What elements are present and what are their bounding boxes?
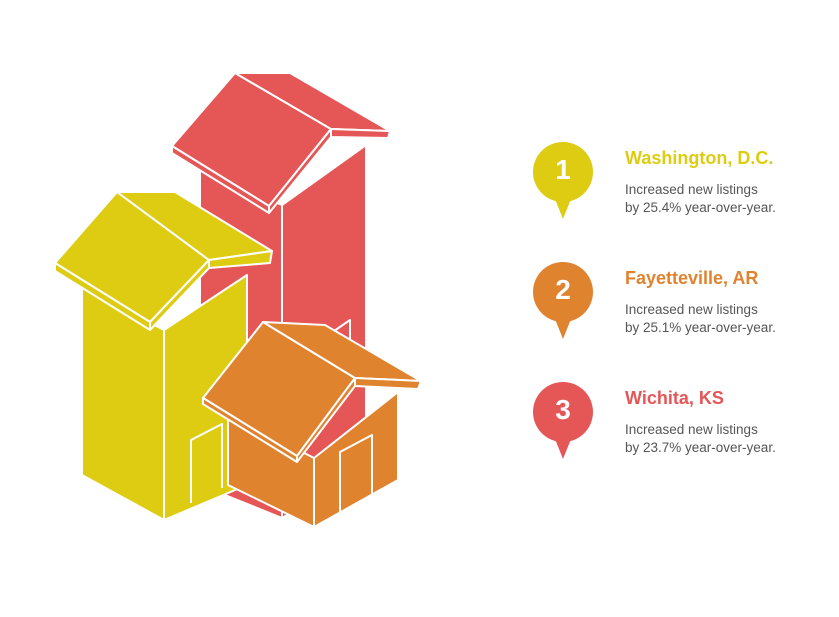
description-line-1: Increased new listings — [625, 302, 758, 317]
description-line-2: by 25.4% year-over-year. — [625, 200, 776, 215]
description-line-2: by 25.1% year-over-year. — [625, 320, 776, 335]
rank-number: 1 — [555, 154, 571, 185]
rank-item-2: 2 Fayetteville, AR Increased new listing… — [520, 259, 830, 349]
description: Increased new listings by 25.1% year-ove… — [625, 301, 825, 337]
map-pin-icon: 3 — [527, 379, 599, 463]
rank-item-1: 1 Washington, D.C. Increased new listing… — [520, 139, 830, 229]
orange-house — [202, 321, 422, 528]
city-name: Wichita, KS — [625, 388, 724, 408]
description: Increased new listings by 23.7% year-ove… — [625, 421, 825, 457]
map-pin-icon: 2 — [527, 259, 599, 343]
ranking-list: 1 Washington, D.C. Increased new listing… — [520, 0, 839, 612]
rank-number: 3 — [555, 394, 571, 425]
rank-number: 2 — [555, 274, 571, 305]
description-line-2: by 23.7% year-over-year. — [625, 440, 776, 455]
rank-item-3: 3 Wichita, KS Increased new listings by … — [520, 379, 830, 469]
city-name: Fayetteville, AR — [625, 268, 759, 288]
description: Increased new listings by 25.4% year-ove… — [625, 181, 825, 217]
map-pin-icon: 1 — [527, 139, 599, 223]
city-name: Washington, D.C. — [625, 148, 774, 168]
description-line-1: Increased new listings — [625, 182, 758, 197]
description-line-1: Increased new listings — [625, 422, 758, 437]
